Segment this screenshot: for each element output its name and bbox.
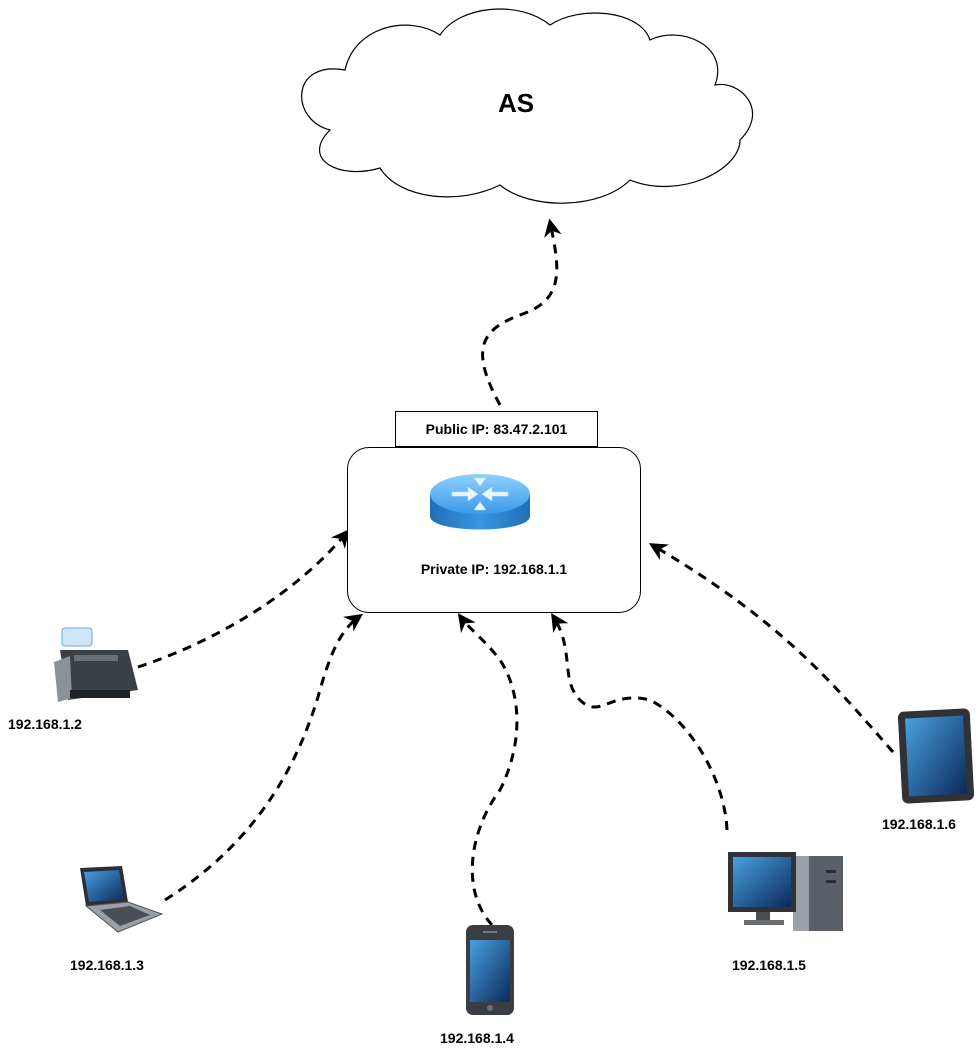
public-ip-label: Public IP: 83.47.2.101 [395,411,598,447]
connector-phone-to-router [457,613,519,927]
printer-icon [54,627,138,702]
laptop-icon [80,866,164,933]
desktop-ip-label: 192.168.1.5 [732,957,806,973]
cloud-label: AS [498,88,535,118]
private-ip-label: Private IP: 192.168.1.1 [420,561,568,577]
smartphone-icon [466,925,514,1015]
connector-router-to-cloud [481,218,562,406]
router-node: Private IP: 192.168.1.1 [347,447,641,613]
phone-ip-label: 192.168.1.4 [440,1030,514,1046]
cloud-shape [301,8,754,204]
tablet-ip-label: 192.168.1.6 [882,816,956,832]
desktop-computer-icon [728,852,843,931]
connector-tablet-to-router [648,543,895,753]
connector-desktop-to-router [551,612,729,831]
laptop-ip-label: 192.168.1.3 [70,957,144,973]
connector-printer-to-router [137,529,350,669]
tablet-icon [897,708,975,804]
printer-ip-label: 192.168.1.2 [8,716,82,732]
router-icon [430,474,530,530]
connector-laptop-to-router [164,613,363,902]
